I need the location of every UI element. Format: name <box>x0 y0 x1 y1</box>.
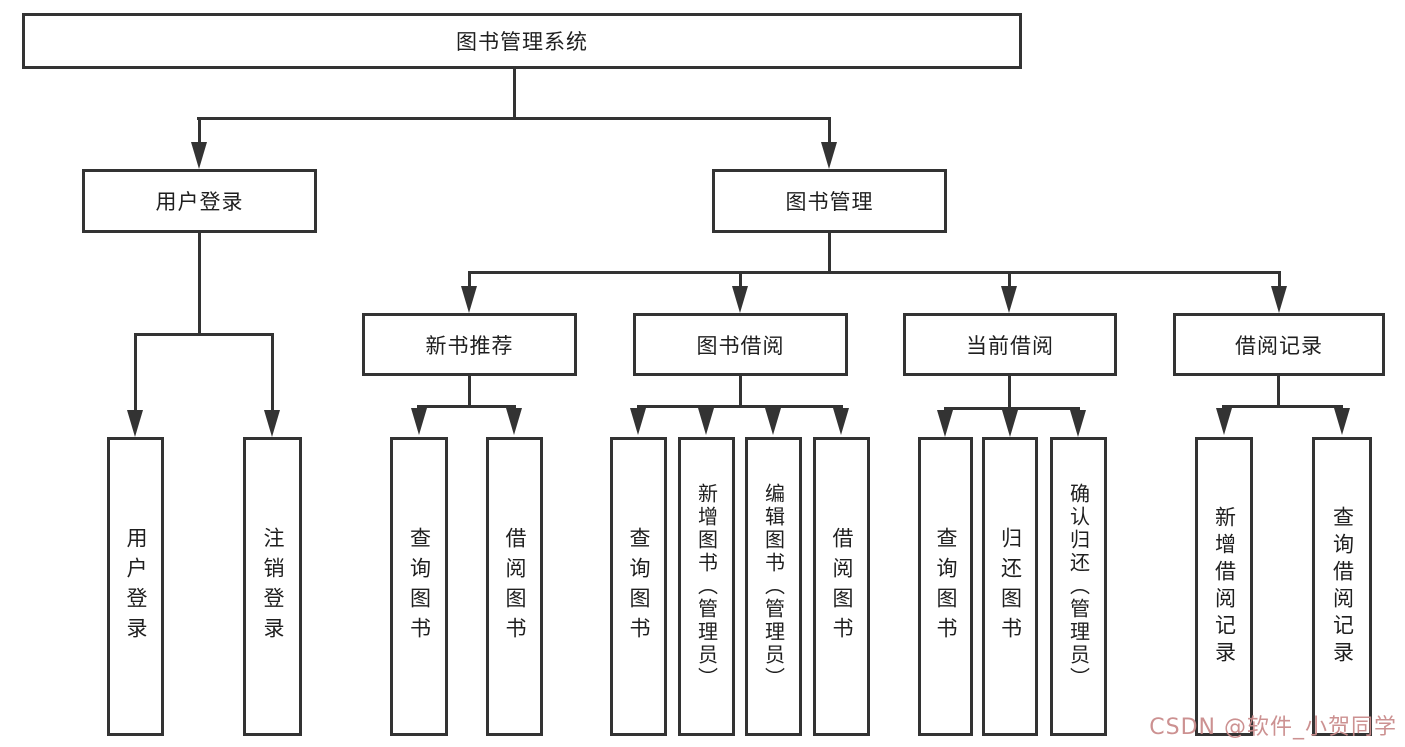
connector-line <box>468 271 471 289</box>
node-root: 图书管理系统 <box>22 13 1022 69</box>
arrow-down-icon <box>821 142 837 169</box>
arrow-down-icon <box>732 286 748 313</box>
node-book-borrow: 图书借阅 <box>633 313 848 376</box>
node-book-management: 图书管理 <box>712 169 947 233</box>
node-current-borrow: 当前借阅 <box>903 313 1117 376</box>
node-leaf-borrow-book: 借阅图书 <box>813 437 870 736</box>
connector-line <box>1278 271 1281 289</box>
node-leaf-user-login: 用户登录 <box>107 437 164 736</box>
node-leaf-add-borrow-record: 新增借阅记录 <box>1195 437 1253 736</box>
connector-line <box>637 405 843 408</box>
connector-line <box>1008 271 1011 289</box>
connector-line <box>197 117 831 120</box>
node-leaf-return-book: 归还图书 <box>982 437 1038 736</box>
arrow-down-icon <box>127 410 143 437</box>
connector-line <box>828 233 831 273</box>
arrow-down-icon <box>191 142 207 169</box>
connector-line <box>1222 405 1343 408</box>
connector-line <box>513 69 516 120</box>
arrow-down-icon <box>264 410 280 437</box>
connector-line <box>739 376 742 408</box>
connector-line <box>134 333 137 413</box>
arrow-down-icon <box>1334 408 1350 435</box>
node-leaf-query-book-current: 查询图书 <box>918 437 973 736</box>
connector-line <box>271 333 274 413</box>
connector-line <box>1277 376 1280 408</box>
arrow-down-icon <box>698 408 714 435</box>
node-leaf-query-book-borrow: 查询图书 <box>610 437 667 736</box>
arrow-down-icon <box>461 286 477 313</box>
node-leaf-add-book-admin: 新增图书（管理员） <box>678 437 735 736</box>
arrow-down-icon <box>630 408 646 435</box>
arrow-down-icon <box>506 408 522 435</box>
arrow-down-icon <box>1070 410 1086 437</box>
node-borrow-record: 借阅记录 <box>1173 313 1385 376</box>
connector-line <box>198 233 201 336</box>
arrow-down-icon <box>411 408 427 435</box>
node-leaf-query-borrow-record: 查询借阅记录 <box>1312 437 1372 736</box>
arrow-down-icon <box>1271 286 1287 313</box>
arrow-down-icon <box>833 408 849 435</box>
node-leaf-edit-book-admin: 编辑图书（管理员） <box>745 437 802 736</box>
arrow-down-icon <box>937 410 953 437</box>
connector-line <box>417 405 516 408</box>
arrow-down-icon <box>1216 408 1232 435</box>
connector-line <box>134 333 274 336</box>
node-new-book-recommend: 新书推荐 <box>362 313 577 376</box>
arrow-down-icon <box>765 408 781 435</box>
connector-line <box>739 271 742 289</box>
node-user-login: 用户登录 <box>82 169 317 233</box>
arrow-down-icon <box>1002 410 1018 437</box>
connector-line <box>944 407 1080 410</box>
node-leaf-query-book-recommend: 查询图书 <box>390 437 448 736</box>
node-leaf-borrow-book-recommend: 借阅图书 <box>486 437 543 736</box>
node-leaf-logout: 注销登录 <box>243 437 302 736</box>
connector-line <box>1008 376 1011 410</box>
connector-line <box>468 376 471 408</box>
arrow-down-icon <box>1001 286 1017 313</box>
connector-line <box>198 117 201 146</box>
connector-line <box>468 271 1281 274</box>
node-leaf-confirm-return-admin: 确认归还（管理员） <box>1050 437 1107 736</box>
connector-line <box>828 117 831 146</box>
